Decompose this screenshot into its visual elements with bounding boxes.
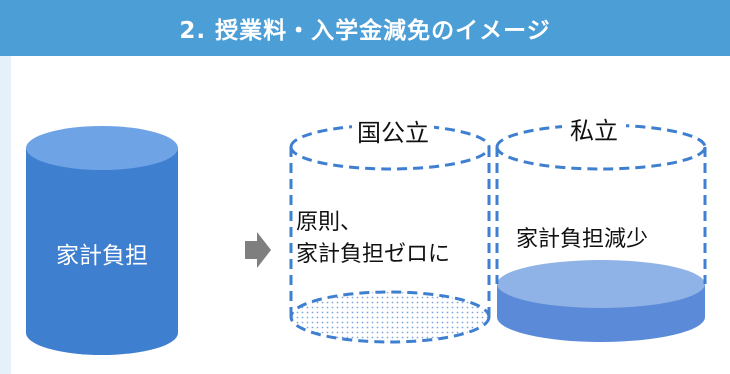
title-mask-private bbox=[562, 111, 626, 145]
national-public-text-line1: 原則、 bbox=[296, 210, 363, 235]
national-public-text-line2: 家計負担ゼロに bbox=[296, 242, 451, 267]
right-arrow-icon bbox=[245, 232, 271, 268]
title-mask-national bbox=[352, 113, 434, 147]
household-burden-label: 家計負担 bbox=[56, 243, 148, 269]
private-title: 私立 bbox=[570, 117, 618, 145]
private-cylinder bbox=[495, 123, 707, 342]
national-public-title: 国公立 bbox=[357, 119, 429, 147]
header-bar: 2. 授業料・入学金減免のイメージ bbox=[0, 0, 730, 56]
empty-base-dotted bbox=[289, 290, 491, 344]
page-title: 2. 授業料・入学金減免のイメージ bbox=[179, 18, 551, 44]
private-burden-label: 家計負担減少 bbox=[516, 227, 649, 252]
household-burden-cylinder bbox=[26, 126, 178, 355]
